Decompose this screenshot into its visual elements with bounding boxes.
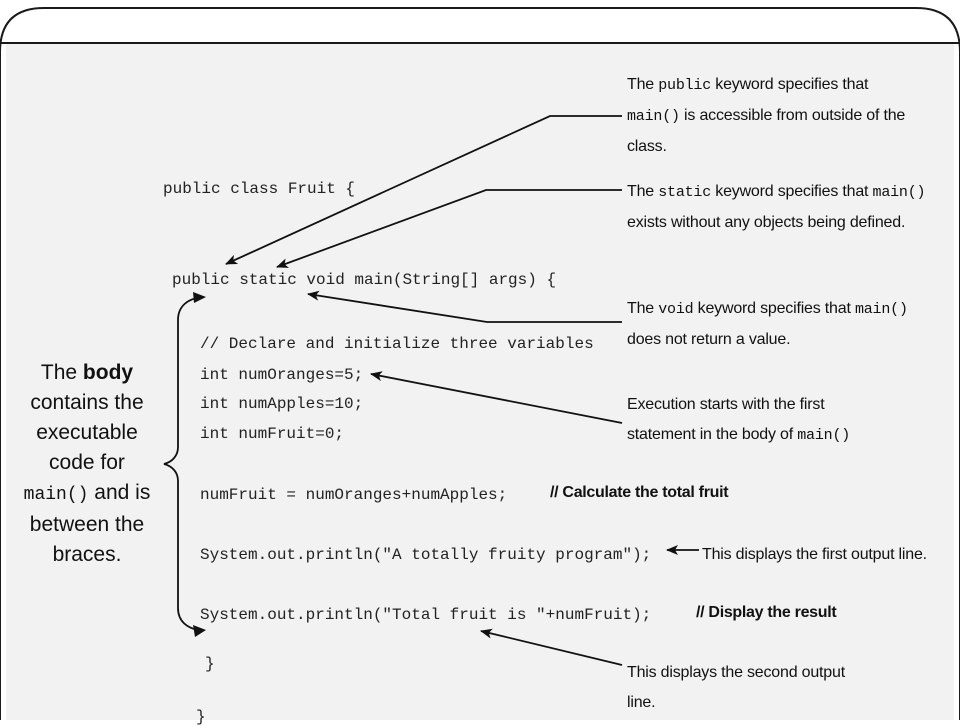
code-comment-declare: // Declare and initialize three variable… (200, 335, 594, 353)
annotation-public: The public keyword specifies that main()… (627, 76, 906, 155)
comment-calculate: // Calculate the total fruit (550, 484, 729, 501)
arrow-void (307, 290, 622, 323)
annotation-first-output: This displays the first output line. (702, 546, 927, 563)
code-print-first: System.out.println("A totally fruity pro… (200, 546, 652, 564)
arrow-public (225, 115, 622, 265)
code-var-oranges: int numOranges=5; (200, 366, 364, 384)
code-print-second: System.out.println("Total fruit is "+num… (200, 606, 652, 624)
annotation-void: The void keyword specifies that main() d… (627, 300, 908, 348)
annotation-execution: Execution starts with the first statemen… (627, 396, 851, 444)
body-label: The body contains the executable code fo… (23, 361, 151, 566)
annotation-second-output: This displays the second output line. (627, 664, 845, 711)
diagram-panel (6, 44, 954, 720)
arrow-execution (370, 371, 623, 424)
code-class-declaration: public class Fruit { (163, 180, 356, 198)
code-var-fruit: int numFruit=0; (200, 425, 345, 443)
code-close-main: } (205, 655, 215, 673)
arrow-static (276, 189, 622, 268)
comment-display-result: // Display the result (696, 604, 837, 621)
body-brace (163, 296, 205, 631)
code-main-declaration: public static void main(String[] args) { (172, 271, 557, 289)
annotation-static: The static keyword specifies that main()… (627, 183, 926, 231)
code-var-apples: int numApples=10; (200, 395, 364, 413)
code-close-class: } (196, 708, 206, 726)
arrow-second-output (480, 628, 623, 666)
code-calc: numFruit = numOranges+numApples; (200, 486, 508, 504)
